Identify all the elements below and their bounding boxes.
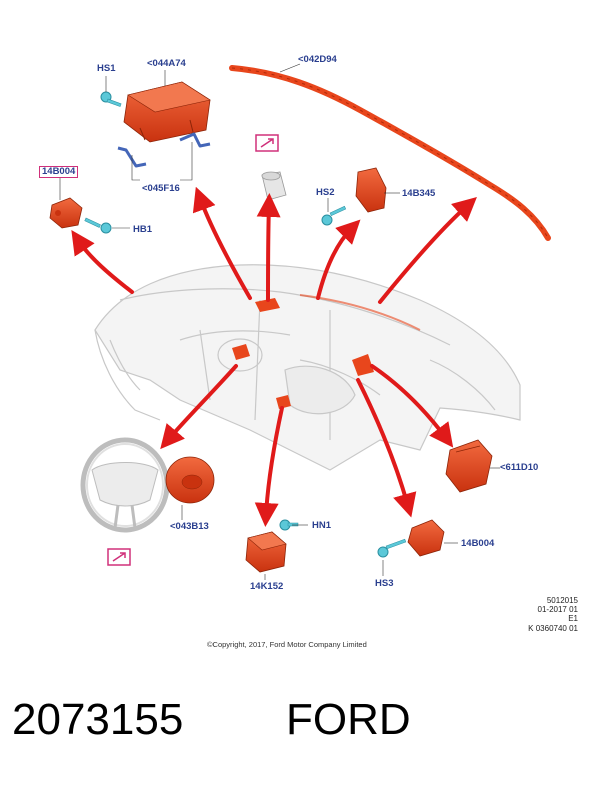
control-module-14K152: [245, 531, 287, 573]
reference-line-1: 5012015: [546, 596, 578, 605]
fastener-hn1: [279, 519, 299, 531]
side-sensor-left: [49, 197, 83, 229]
fastener-hb1: [84, 217, 112, 234]
side-sensor-14B345: [355, 167, 387, 213]
side-sensor-right-bottom: [407, 519, 445, 557]
reference-line-2: 01-2017 01: [537, 605, 578, 615]
fastener-hs3: [377, 538, 407, 558]
driver-airbag: [165, 456, 215, 504]
label-hs3: HS3: [375, 578, 394, 589]
label-044A74: <044A74: [147, 58, 186, 69]
steering-wheel: [80, 437, 170, 533]
fastener-hs2: [321, 205, 347, 226]
leader-arrows: [71, 186, 477, 527]
label-leaders: [59, 63, 500, 580]
label-hn1: HN1: [312, 520, 332, 531]
knee-airbag: [445, 439, 493, 493]
brand-name: FORD: [286, 695, 411, 744]
sensor-bottom-callout: [107, 548, 131, 566]
label-14K152: 14K152: [250, 581, 284, 592]
label-14B004-bottom: 14B004: [461, 538, 495, 549]
label-hb1: HB1: [133, 224, 153, 235]
curtain-airbag: [229, 65, 551, 331]
passenger-airbag-module: [123, 81, 211, 143]
sensor-top: [255, 134, 287, 201]
label-611D10: <611D10: [500, 462, 539, 473]
fastener-hs1: [100, 91, 122, 107]
label-043B13: <043B13: [170, 521, 209, 532]
label-hs1: HS1: [97, 63, 116, 74]
label-042D94: <042D94: [298, 54, 337, 65]
part-number: 2073155: [12, 695, 184, 744]
reference-line-3: E1: [568, 614, 578, 624]
installed-part-markers: [232, 298, 374, 409]
reference-line-4: K 0360740 01: [528, 623, 578, 633]
label-045F16: <045F16: [142, 183, 180, 194]
label-14B345: 14B345: [402, 188, 436, 199]
reference-block: 5012015 01-2017 01 E1 K 0360740 01: [528, 596, 578, 633]
dashboard-outline: [94, 264, 521, 471]
label-14B004-top: 14B004: [39, 166, 79, 178]
label-hs2: HS2: [316, 187, 335, 198]
copyright-notice: ©Copyright, 2017, Ford Motor Company Lim…: [207, 640, 367, 649]
bracket-045F16: [117, 132, 211, 168]
